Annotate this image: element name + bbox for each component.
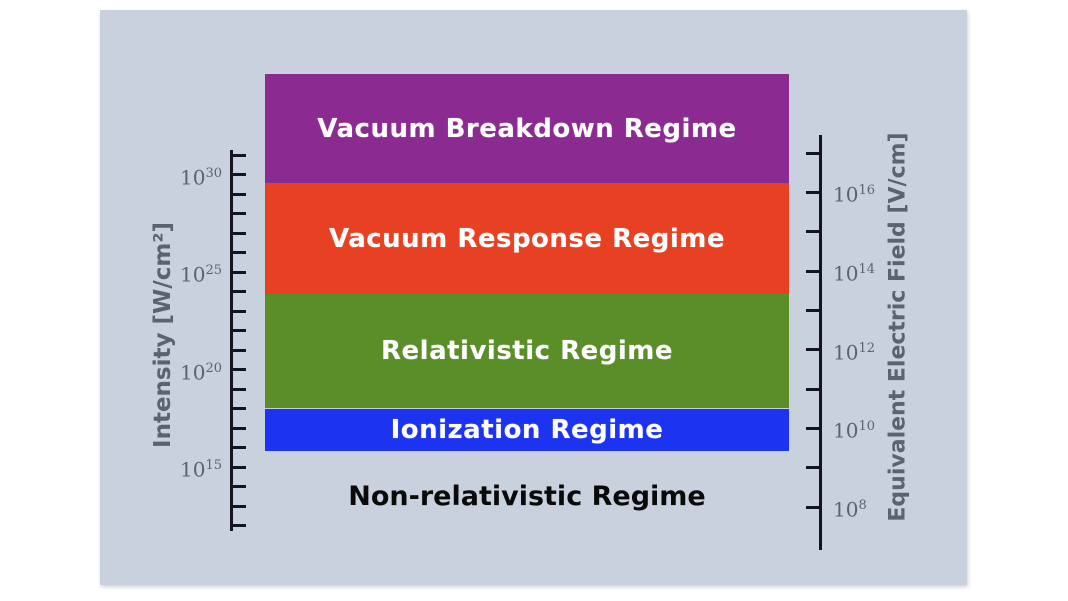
axis-tick: [233, 290, 246, 293]
tick-label-1e10: 1010: [833, 419, 875, 444]
axis-tick: [806, 269, 819, 273]
tick-label-1e16: 1016: [833, 183, 875, 207]
band-label-relativistic: Relativistic Regime: [381, 336, 673, 367]
axis-tick: [233, 309, 246, 313]
band-vacuum-breakdown: Vacuum Breakdown Regime: [265, 74, 789, 184]
axis-tick: [806, 466, 819, 470]
electric-field-axis-title: Equivalent Electric Field [V/cm]: [885, 132, 911, 522]
tick-label-1e25: 1025: [180, 262, 222, 287]
axis-tick: [233, 212, 246, 215]
tick-label-1e30: 1030: [180, 165, 222, 190]
axis-tick: [233, 192, 246, 196]
axis-tick: [806, 387, 819, 391]
axis-tick: [233, 485, 246, 488]
axis-tick: [233, 407, 246, 410]
axis-tick: [233, 231, 246, 235]
band-vacuum-response: Vacuum Response Regime: [265, 183, 789, 295]
axis-tick: [806, 230, 819, 234]
band-label-ionization: Ionization Regime: [390, 414, 664, 445]
tick-label-1e8: 108: [833, 497, 867, 522]
axis-tick: [233, 329, 246, 332]
axis-tick: [233, 348, 246, 352]
axis-tick: [806, 190, 819, 194]
axis-tick: [233, 251, 246, 254]
intensity-axis-title: Intensity [W/cm²]: [150, 222, 176, 448]
band-label-vacuum-breakdown: Vacuum Breakdown Regime: [317, 113, 737, 144]
axis-tick: [233, 173, 246, 176]
tick-label-1e12: 1012: [833, 340, 875, 365]
axis-tick: [233, 387, 246, 391]
axis-tick: [233, 368, 246, 371]
tick-label-1e14: 1014: [833, 261, 875, 286]
tick-label-1e15: 1015: [180, 457, 222, 482]
axis-line: [819, 135, 822, 550]
non-relativistic-label: Non-relativistic Regime: [348, 481, 706, 512]
axis-tick: [233, 524, 246, 527]
axis-tick: [233, 504, 246, 508]
axis-tick: [806, 426, 819, 430]
axis-tick: [806, 151, 819, 155]
axis-tick: [806, 348, 819, 352]
band-ionization: Ionization Regime: [265, 408, 789, 452]
axis-tick: [233, 465, 246, 469]
axis-tick: [806, 505, 819, 509]
axis-tick: [233, 270, 246, 274]
tick-label-1e20: 1020: [180, 360, 222, 385]
axis-tick: [233, 153, 246, 157]
axis-line: [230, 150, 233, 531]
band-label-vacuum-response: Vacuum Response Regime: [329, 223, 725, 254]
axis-tick: [233, 426, 246, 430]
axis-tick: [233, 446, 246, 449]
axis-tick: [806, 308, 819, 312]
band-relativistic: Relativistic Regime: [265, 294, 789, 409]
